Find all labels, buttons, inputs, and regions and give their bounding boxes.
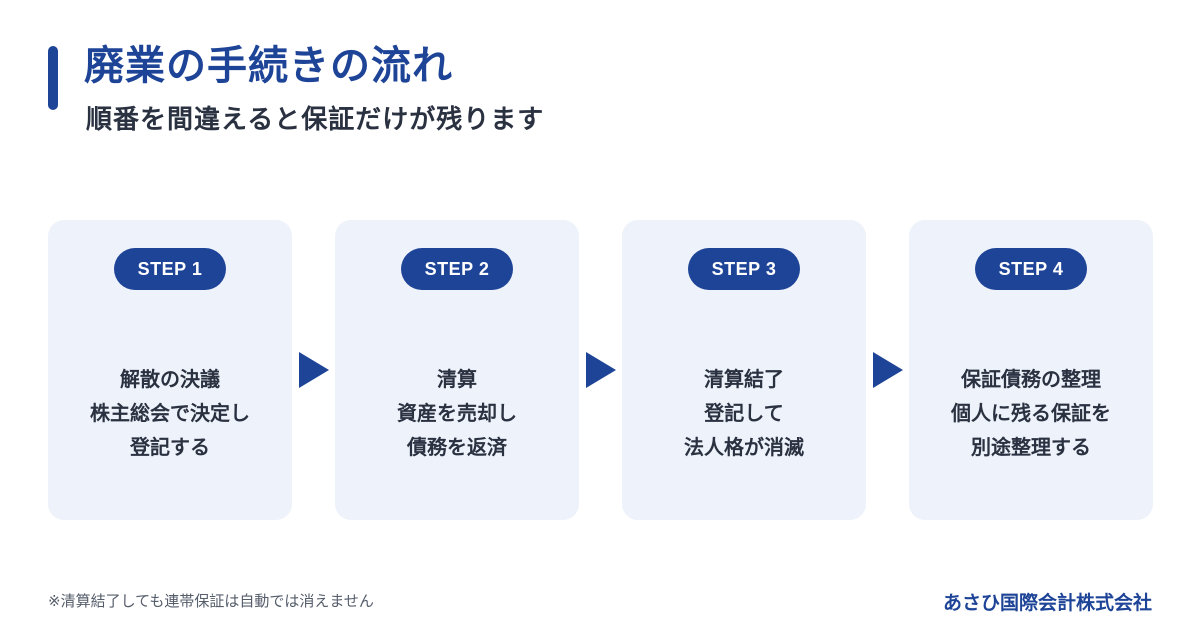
- step-line: 株主総会で決定し: [90, 401, 250, 425]
- step-line: 法人格が消滅: [684, 435, 804, 459]
- arrow-right-icon: [586, 352, 616, 388]
- step-line: 解散の決議: [120, 367, 220, 391]
- arrow-right-icon: [873, 352, 903, 388]
- step-description: 清算 資産を売却し 債務を返済: [335, 362, 579, 464]
- step-line: 登記して: [704, 401, 784, 425]
- step-card-4: STEP 4 保証債務の整理 個人に残る保証を 別途整理する: [909, 220, 1153, 520]
- step-line: 清算結了: [704, 367, 784, 391]
- company-name: あさひ国際会計株式会社: [942, 592, 1152, 614]
- step-line: 清算: [437, 367, 477, 391]
- page-title: 廃業の手続きの流れ: [84, 43, 453, 89]
- step-line: 資産を売却し: [397, 401, 517, 425]
- step-description: 解散の決議 株主総会で決定し 登記する: [48, 362, 292, 464]
- step-line: 登記する: [130, 435, 210, 459]
- step-card-1: STEP 1 解散の決議 株主総会で決定し 登記する: [48, 220, 292, 520]
- footnote: ※清算結了しても連帯保証は自動では消えません: [48, 592, 374, 610]
- step-description: 清算結了 登記して 法人格が消滅: [622, 362, 866, 464]
- arrow-right-icon: [299, 352, 329, 388]
- title-accent-bar: [48, 46, 58, 110]
- page-subtitle: 順番を間違えると保証だけが残ります: [86, 105, 545, 135]
- step-line: 別途整理する: [971, 435, 1091, 459]
- step-badge: STEP 3: [688, 248, 800, 290]
- step-description: 保証債務の整理 個人に残る保証を 別途整理する: [909, 362, 1153, 464]
- step-line: 債務を返済: [407, 435, 507, 459]
- step-badge: STEP 4: [975, 248, 1087, 290]
- step-line: 個人に残る保証を: [951, 401, 1111, 425]
- step-line: 保証債務の整理: [961, 367, 1101, 391]
- step-card-3: STEP 3 清算結了 登記して 法人格が消滅: [622, 220, 866, 520]
- step-badge: STEP 1: [114, 248, 226, 290]
- step-card-2: STEP 2 清算 資産を売却し 債務を返済: [335, 220, 579, 520]
- step-badge: STEP 2: [401, 248, 513, 290]
